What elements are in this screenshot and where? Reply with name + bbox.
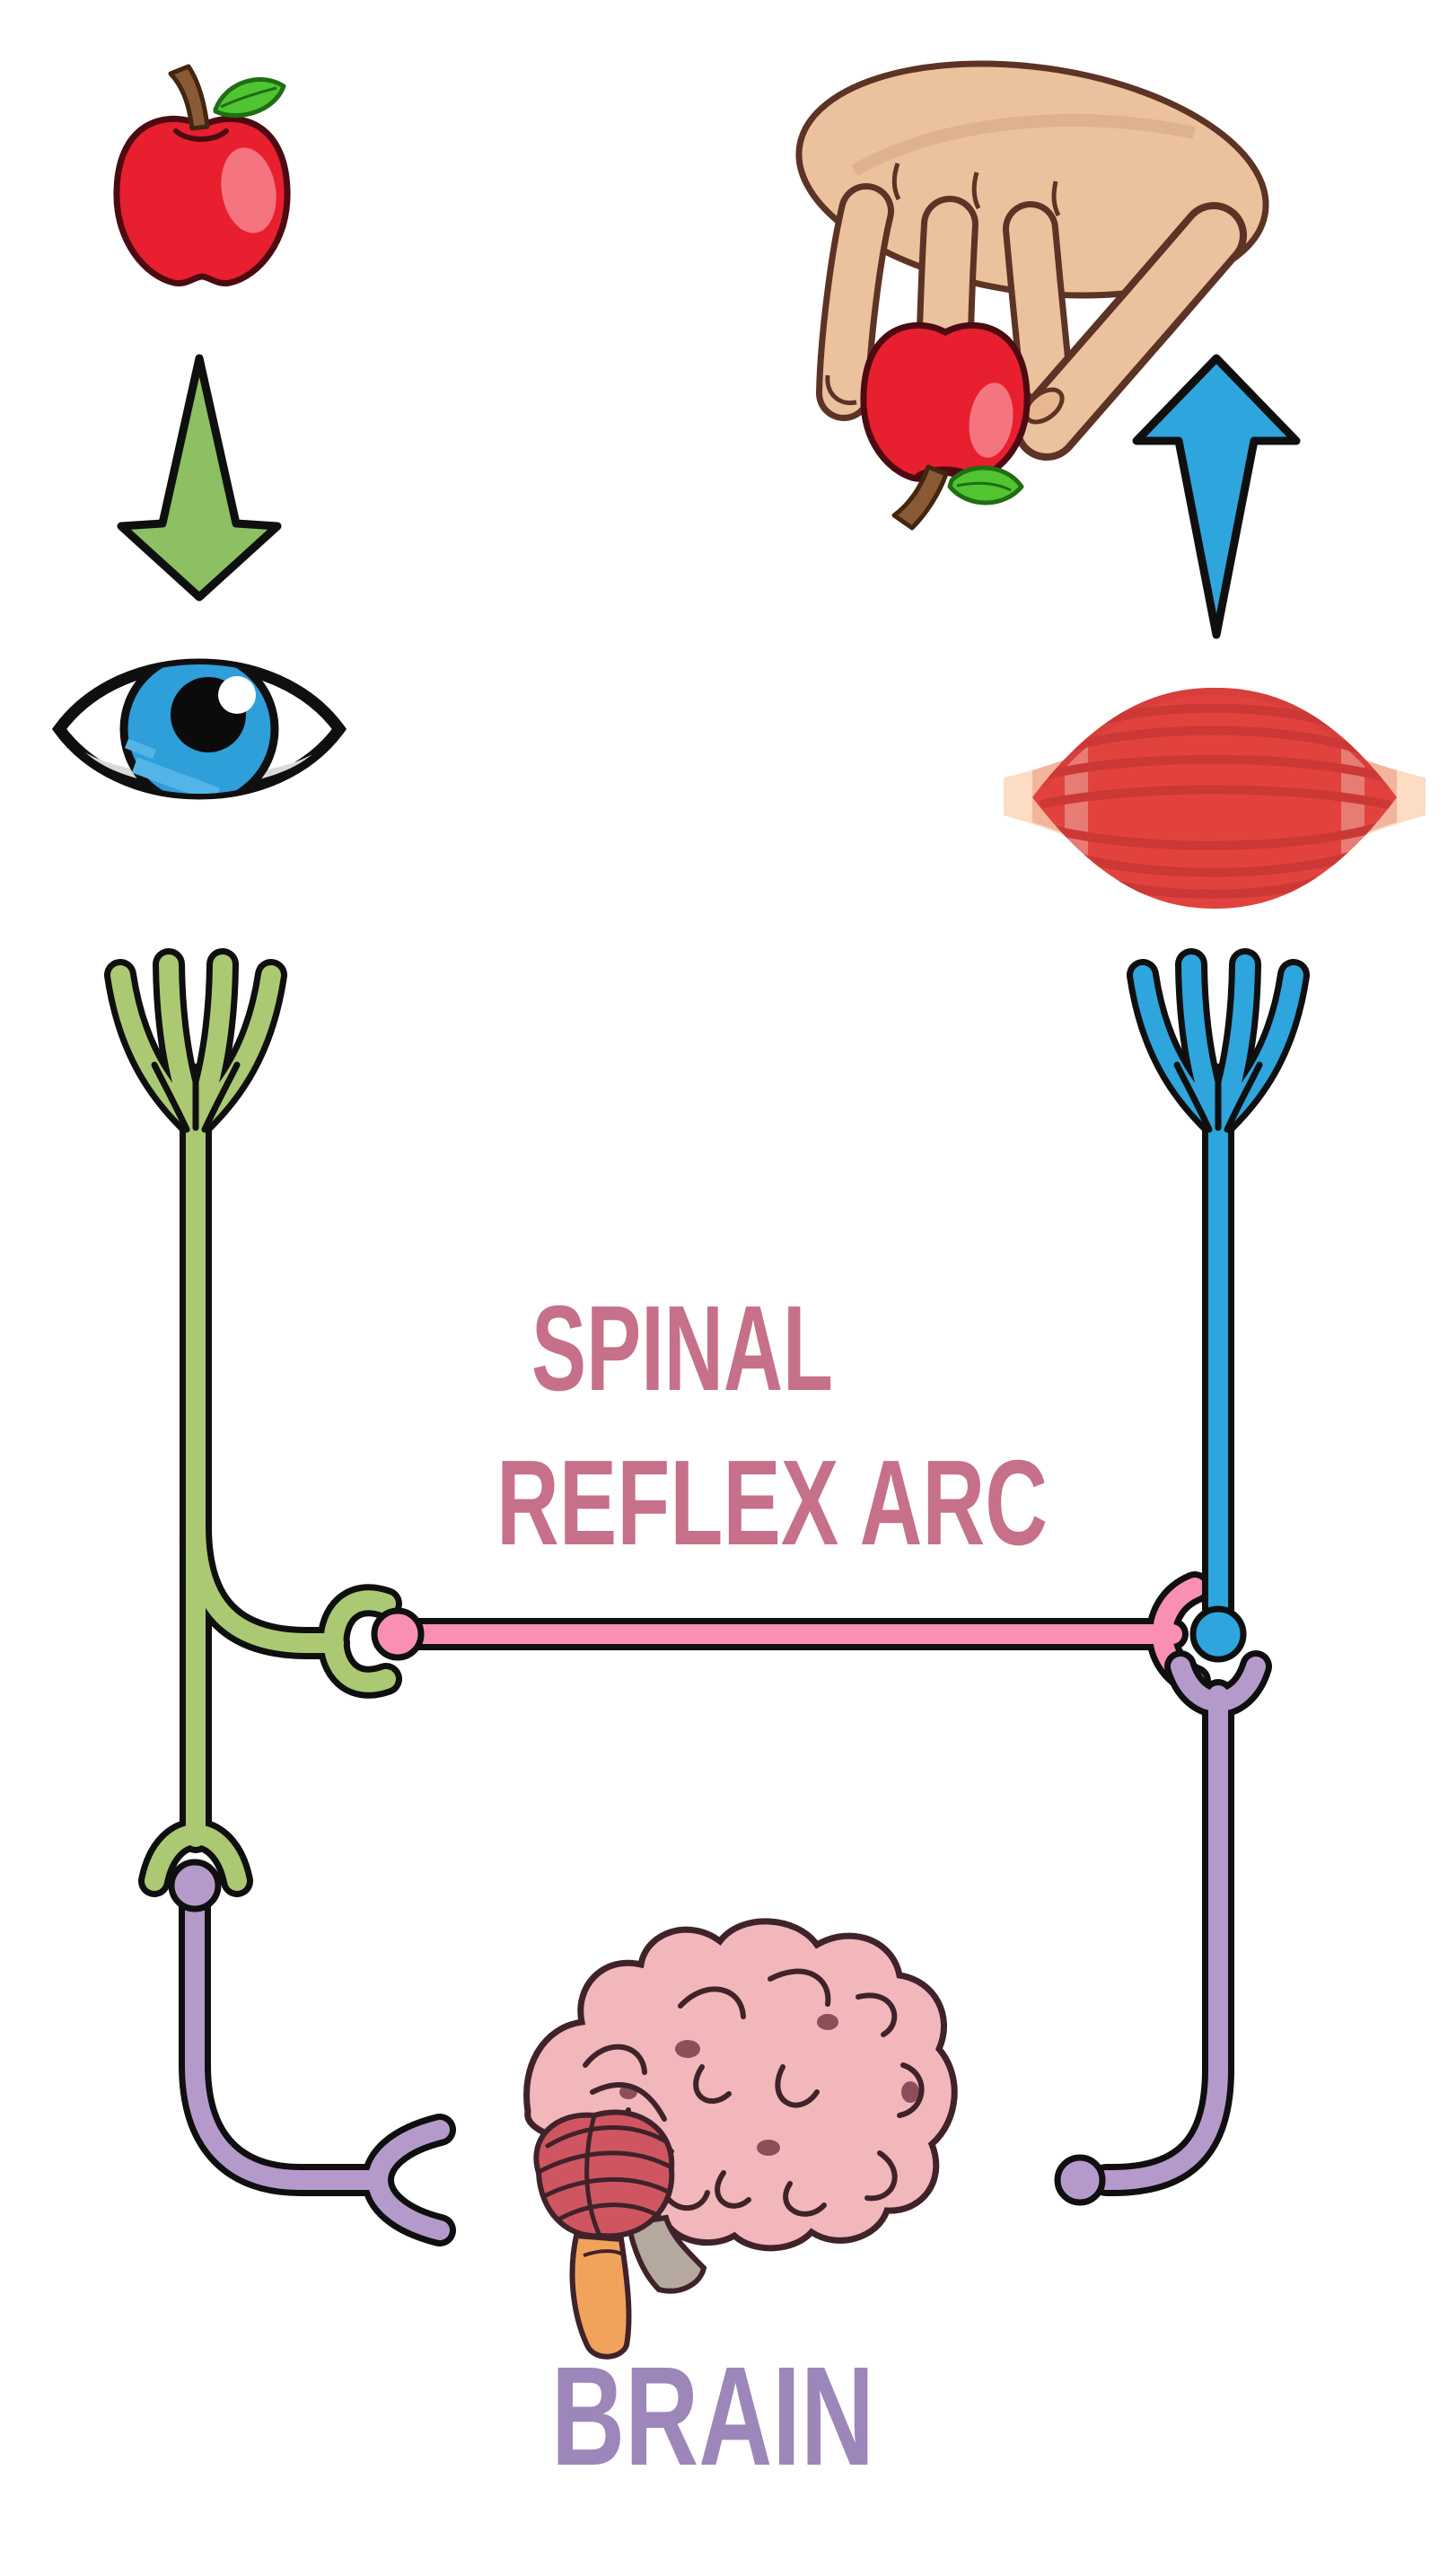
held-apple-leaf-vein (956, 481, 1012, 492)
brain-cerebellum-stripes (538, 2113, 674, 2238)
motor-neuron-icon (1127, 948, 1310, 1663)
brain-stem (569, 2232, 632, 2360)
held-apple-highlight (969, 382, 1014, 458)
motor-soma (1189, 1605, 1247, 1663)
knuckle-crease-1 (891, 163, 901, 201)
hand-top-shade (851, 114, 1196, 177)
index-finger (822, 189, 888, 415)
ascending-terminal (368, 2120, 450, 2240)
hand-holding-apple-icon (795, 60, 1269, 531)
descending-soma (1054, 2154, 1106, 2206)
sensory-neuron-icon (104, 948, 402, 1897)
eye-iris-light-band-2 (125, 738, 156, 760)
muscle-icon (1004, 688, 1426, 909)
descending-pathway-neuron-icon (1054, 1650, 1272, 2206)
interneuron-icon (371, 1571, 1211, 1697)
apple-highlight (221, 147, 276, 233)
muscle-striation-1 (1098, 703, 1331, 726)
knuckle-crease-2 (971, 171, 981, 210)
index-fingernail (825, 374, 857, 406)
interneuron-soma (371, 1607, 425, 1661)
down-arrow-icon (117, 354, 282, 602)
brain-label: BRAIN (551, 2338, 874, 2495)
muscle-belly (1032, 688, 1397, 909)
knuckle-crease-3 (1051, 180, 1061, 217)
ascending-soma (168, 1859, 222, 1912)
eye-iris-light-band (131, 757, 221, 794)
apple-leaf-vein (220, 86, 277, 109)
ascending-axon (185, 1892, 387, 2190)
apple-leaf (213, 77, 286, 119)
held-apple (860, 321, 1031, 531)
motor-dendrite-4 (1208, 965, 1303, 1134)
title-line-1: SPINAL (531, 1280, 833, 1416)
brain-grey-piece (625, 2214, 707, 2294)
muscle-striation-6 (1069, 850, 1360, 877)
sensory-terminal-to-interneuron (323, 1590, 396, 1692)
held-apple-stem (891, 464, 949, 531)
brain-cerebellum (533, 2109, 675, 2239)
descending-axon (1096, 1685, 1228, 2190)
up-arrow-icon (1132, 354, 1301, 639)
sensory-dendrite-4 (186, 965, 281, 1134)
eye-icon (51, 658, 347, 800)
muscle-striation-7 (1107, 877, 1321, 899)
muscle-striation-5 (1048, 823, 1380, 850)
eye-highlight (218, 676, 256, 714)
sensory-branch (186, 1517, 344, 1653)
muscle-striation-3 (1046, 754, 1383, 780)
apple-dimple (173, 128, 229, 142)
thumb (1021, 209, 1240, 453)
ring-finger (1009, 207, 1066, 399)
apple-stem (168, 64, 210, 131)
ascending-pathway-neuron-icon (168, 1859, 456, 2246)
apple-icon (113, 64, 291, 287)
sensory-terminal-to-pathway (145, 1824, 247, 1891)
muscle-striation-4 (1040, 785, 1392, 809)
held-apple-leaf (947, 465, 1024, 506)
brain-icon (523, 1918, 958, 2360)
muscle-striation-2 (1066, 725, 1365, 754)
brain-stem-crease (583, 2249, 622, 2257)
title-line-2: REFLEX ARC (496, 1435, 1048, 1570)
